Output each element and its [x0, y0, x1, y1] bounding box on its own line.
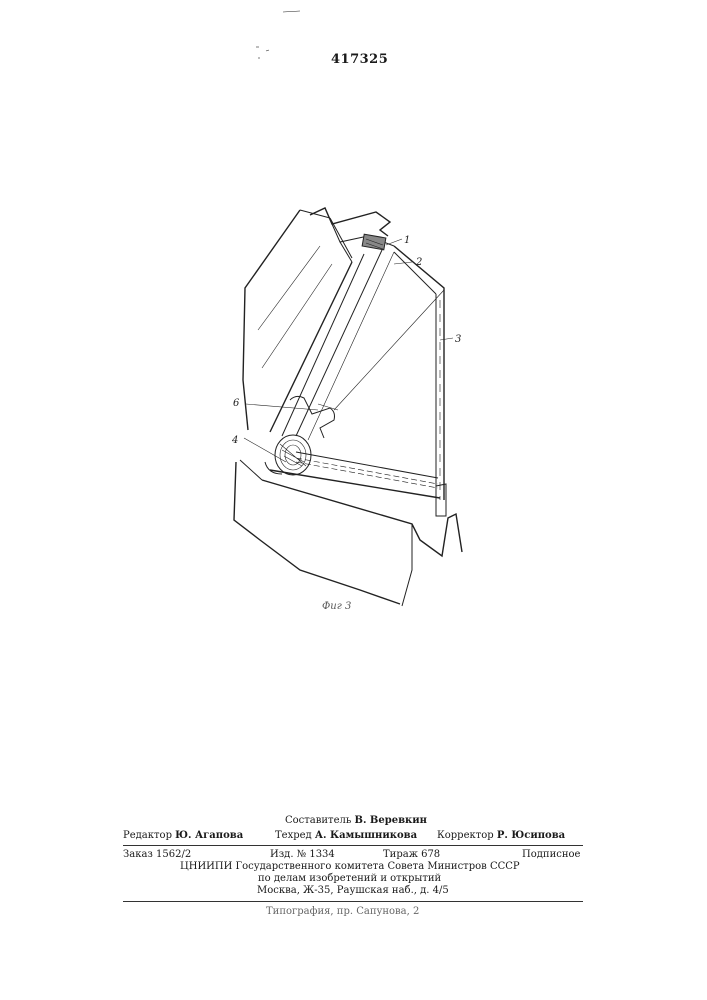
imprint-divider: [123, 845, 583, 846]
scan-marks: [256, 11, 300, 58]
bottom-sill: [240, 452, 462, 556]
callout-6: 6: [233, 398, 240, 409]
glass-pane: [394, 246, 444, 505]
organization-line-2: по делам изобретений и открытий: [258, 873, 441, 885]
editor-label: Редактор: [123, 830, 172, 841]
print-run: Тираж 678: [383, 849, 440, 861]
diagonal-rails: [270, 250, 394, 440]
callout-leaders: [244, 239, 453, 462]
callout-3: 3: [455, 334, 461, 345]
corrector-line: Корректор Р. Юсипова: [437, 830, 565, 842]
callout-2: 2: [415, 257, 422, 268]
printer-divider: [123, 901, 583, 902]
techred-name: А. Камышникова: [315, 830, 417, 841]
compiler-name: В. Веревкин: [355, 815, 428, 826]
techred-label: Техред: [275, 830, 312, 841]
order-number: Заказ 1562/2: [123, 849, 191, 861]
callout-1: 1: [404, 235, 410, 246]
subscription-note: Подписное: [522, 849, 580, 861]
corrector-label: Корректор: [437, 830, 494, 841]
editor-line: Редактор Ю. Агапова: [123, 830, 243, 842]
editor-name: Ю. Агапова: [175, 830, 243, 841]
corrector-name: Р. Юсипова: [497, 830, 565, 841]
figure-caption: Фиг 3: [322, 601, 351, 612]
techred-line: Техред А. Камышникова: [275, 830, 417, 842]
lower-body: [234, 462, 412, 606]
compiler-label: Составитель: [285, 815, 351, 826]
compiler-line: Составитель В. Веревкин: [285, 815, 427, 827]
organization-address: Москва, Ж-35, Раушская наб., д. 4/5: [257, 885, 449, 897]
printer-line: Типография, пр. Сапунова, 2: [266, 906, 419, 918]
edition-number: Изд. № 1334: [270, 849, 335, 861]
callout-4: 4: [231, 435, 238, 446]
spring-roll: [265, 435, 311, 475]
drive-rod: [290, 290, 444, 438]
body-panel: [243, 210, 352, 430]
organization-line-1: ЦНИИПИ Государственного комитета Совета …: [180, 861, 520, 873]
